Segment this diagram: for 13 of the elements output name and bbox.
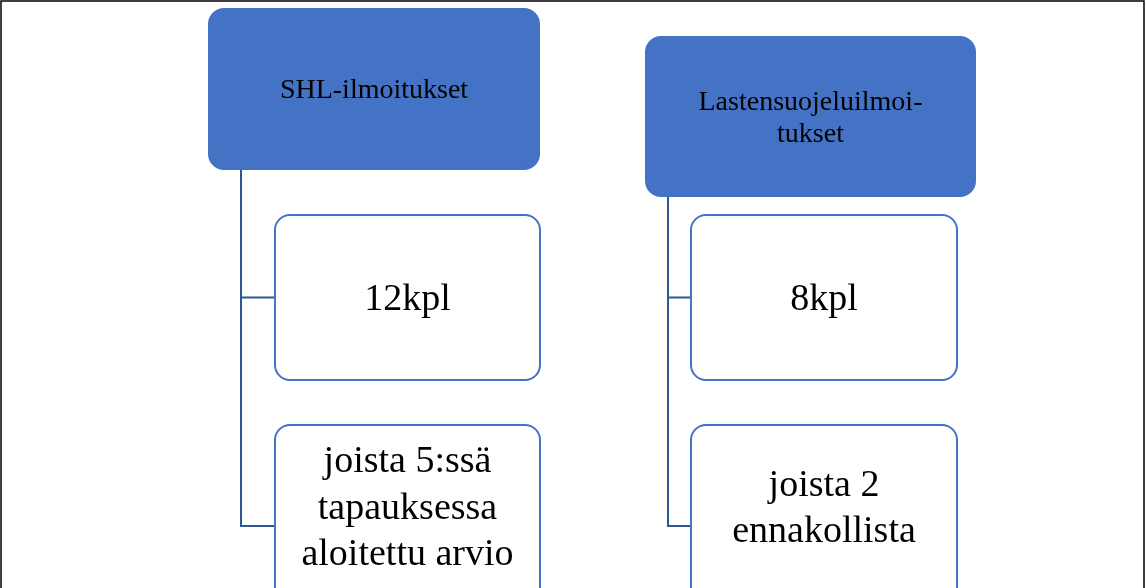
box-text: 12kpl <box>364 275 451 321</box>
header-box <box>645 36 976 197</box>
box-text: joista 2 ennakollista <box>731 460 917 552</box>
header-box <box>208 8 540 170</box>
box-text: 8kpl <box>790 275 858 321</box>
box-text: joista 5:ssä tapauksessa aloitettu arvio <box>300 437 515 576</box>
box-text: Lastensuojeluilmoi- tukset <box>697 84 924 149</box>
content-box <box>690 424 958 588</box>
box-text: SHL-ilmoitukset <box>279 73 469 105</box>
content-box <box>690 214 958 381</box>
content-box <box>274 214 541 381</box>
content-box <box>274 424 541 588</box>
connector-line <box>667 196 691 527</box>
